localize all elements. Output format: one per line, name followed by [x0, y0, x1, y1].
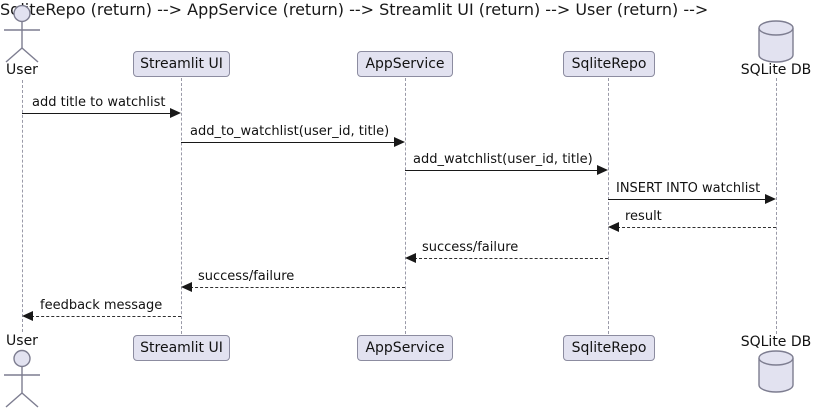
lifeline-streamlit: [181, 78, 182, 334]
arrowhead-left-8: [22, 311, 33, 321]
database-sqlitedb-top: [756, 19, 796, 64]
participant-label: AppService: [365, 340, 445, 356]
participant-streamlit-ui-bottom: Streamlit UI: [133, 335, 230, 361]
lifeline-user: [22, 80, 23, 332]
participant-sqliterepo-top: SqliteRepo: [563, 51, 655, 77]
arrowhead-left-6: [405, 253, 416, 263]
arrowhead-left-7: [181, 282, 192, 292]
lifeline-sqlitedb: [776, 78, 777, 334]
arrowhead-left-5: [608, 222, 619, 232]
participant-label: SqliteRepo: [571, 56, 647, 72]
participant-appservice-top: AppService: [357, 51, 453, 77]
actor-icon: [4, 349, 40, 408]
participant-label-sqlitedb-bottom: SQLite DB: [740, 334, 812, 350]
message-label-5: result: [625, 209, 662, 224]
arrowhead-right-1: [170, 108, 181, 118]
actor-user-bottom: [0, 349, 44, 409]
message-label-4: INSERT INTO watchlist: [616, 181, 761, 196]
participant-sqliterepo-bottom: SqliteRepo: [563, 335, 655, 361]
message-line-1: [22, 113, 172, 114]
database-icon: [758, 350, 794, 393]
participant-label-user-top: User: [6, 62, 38, 78]
message-line-5: [617, 227, 776, 228]
message-line-8: [31, 316, 181, 317]
participant-label: Streamlit UI: [140, 56, 223, 72]
message-label-7: success/failure: [198, 269, 295, 284]
participant-label: Streamlit UI: [140, 340, 223, 356]
actor-user-top: [0, 5, 44, 63]
message-label-8: feedback message: [40, 298, 163, 313]
message-label-3: add_watchlist(user_id, title): [413, 152, 593, 167]
message-label-6: success/failure: [422, 240, 519, 255]
actor-icon: [4, 5, 40, 63]
database-icon: [758, 20, 794, 63]
message-line-7: [190, 287, 405, 288]
arrowhead-right-2: [394, 137, 405, 147]
message-line-6: [414, 258, 608, 259]
lifeline-appservice: [405, 78, 406, 334]
message-line-4: [608, 199, 767, 200]
message-label-1: add title to watchlist: [32, 95, 166, 110]
lifeline-sqliterepo: [608, 78, 609, 334]
message-line-3: [405, 170, 599, 171]
participant-label-user-bottom: User: [6, 333, 38, 349]
participant-label-sqlitedb-top: SQLite DB: [740, 62, 812, 78]
arrowhead-right-4: [765, 194, 776, 204]
message-line-2: [181, 142, 396, 143]
message-label-2: add_to_watchlist(user_id, title): [190, 124, 390, 139]
participant-label: SqliteRepo: [571, 340, 647, 356]
database-sqlitedb-bottom: [756, 349, 796, 394]
arrowhead-right-3: [597, 165, 608, 175]
participant-appservice-bottom: AppService: [357, 335, 453, 361]
participant-label: AppService: [365, 56, 445, 72]
participant-streamlit-ui-top: Streamlit UI: [133, 51, 230, 77]
